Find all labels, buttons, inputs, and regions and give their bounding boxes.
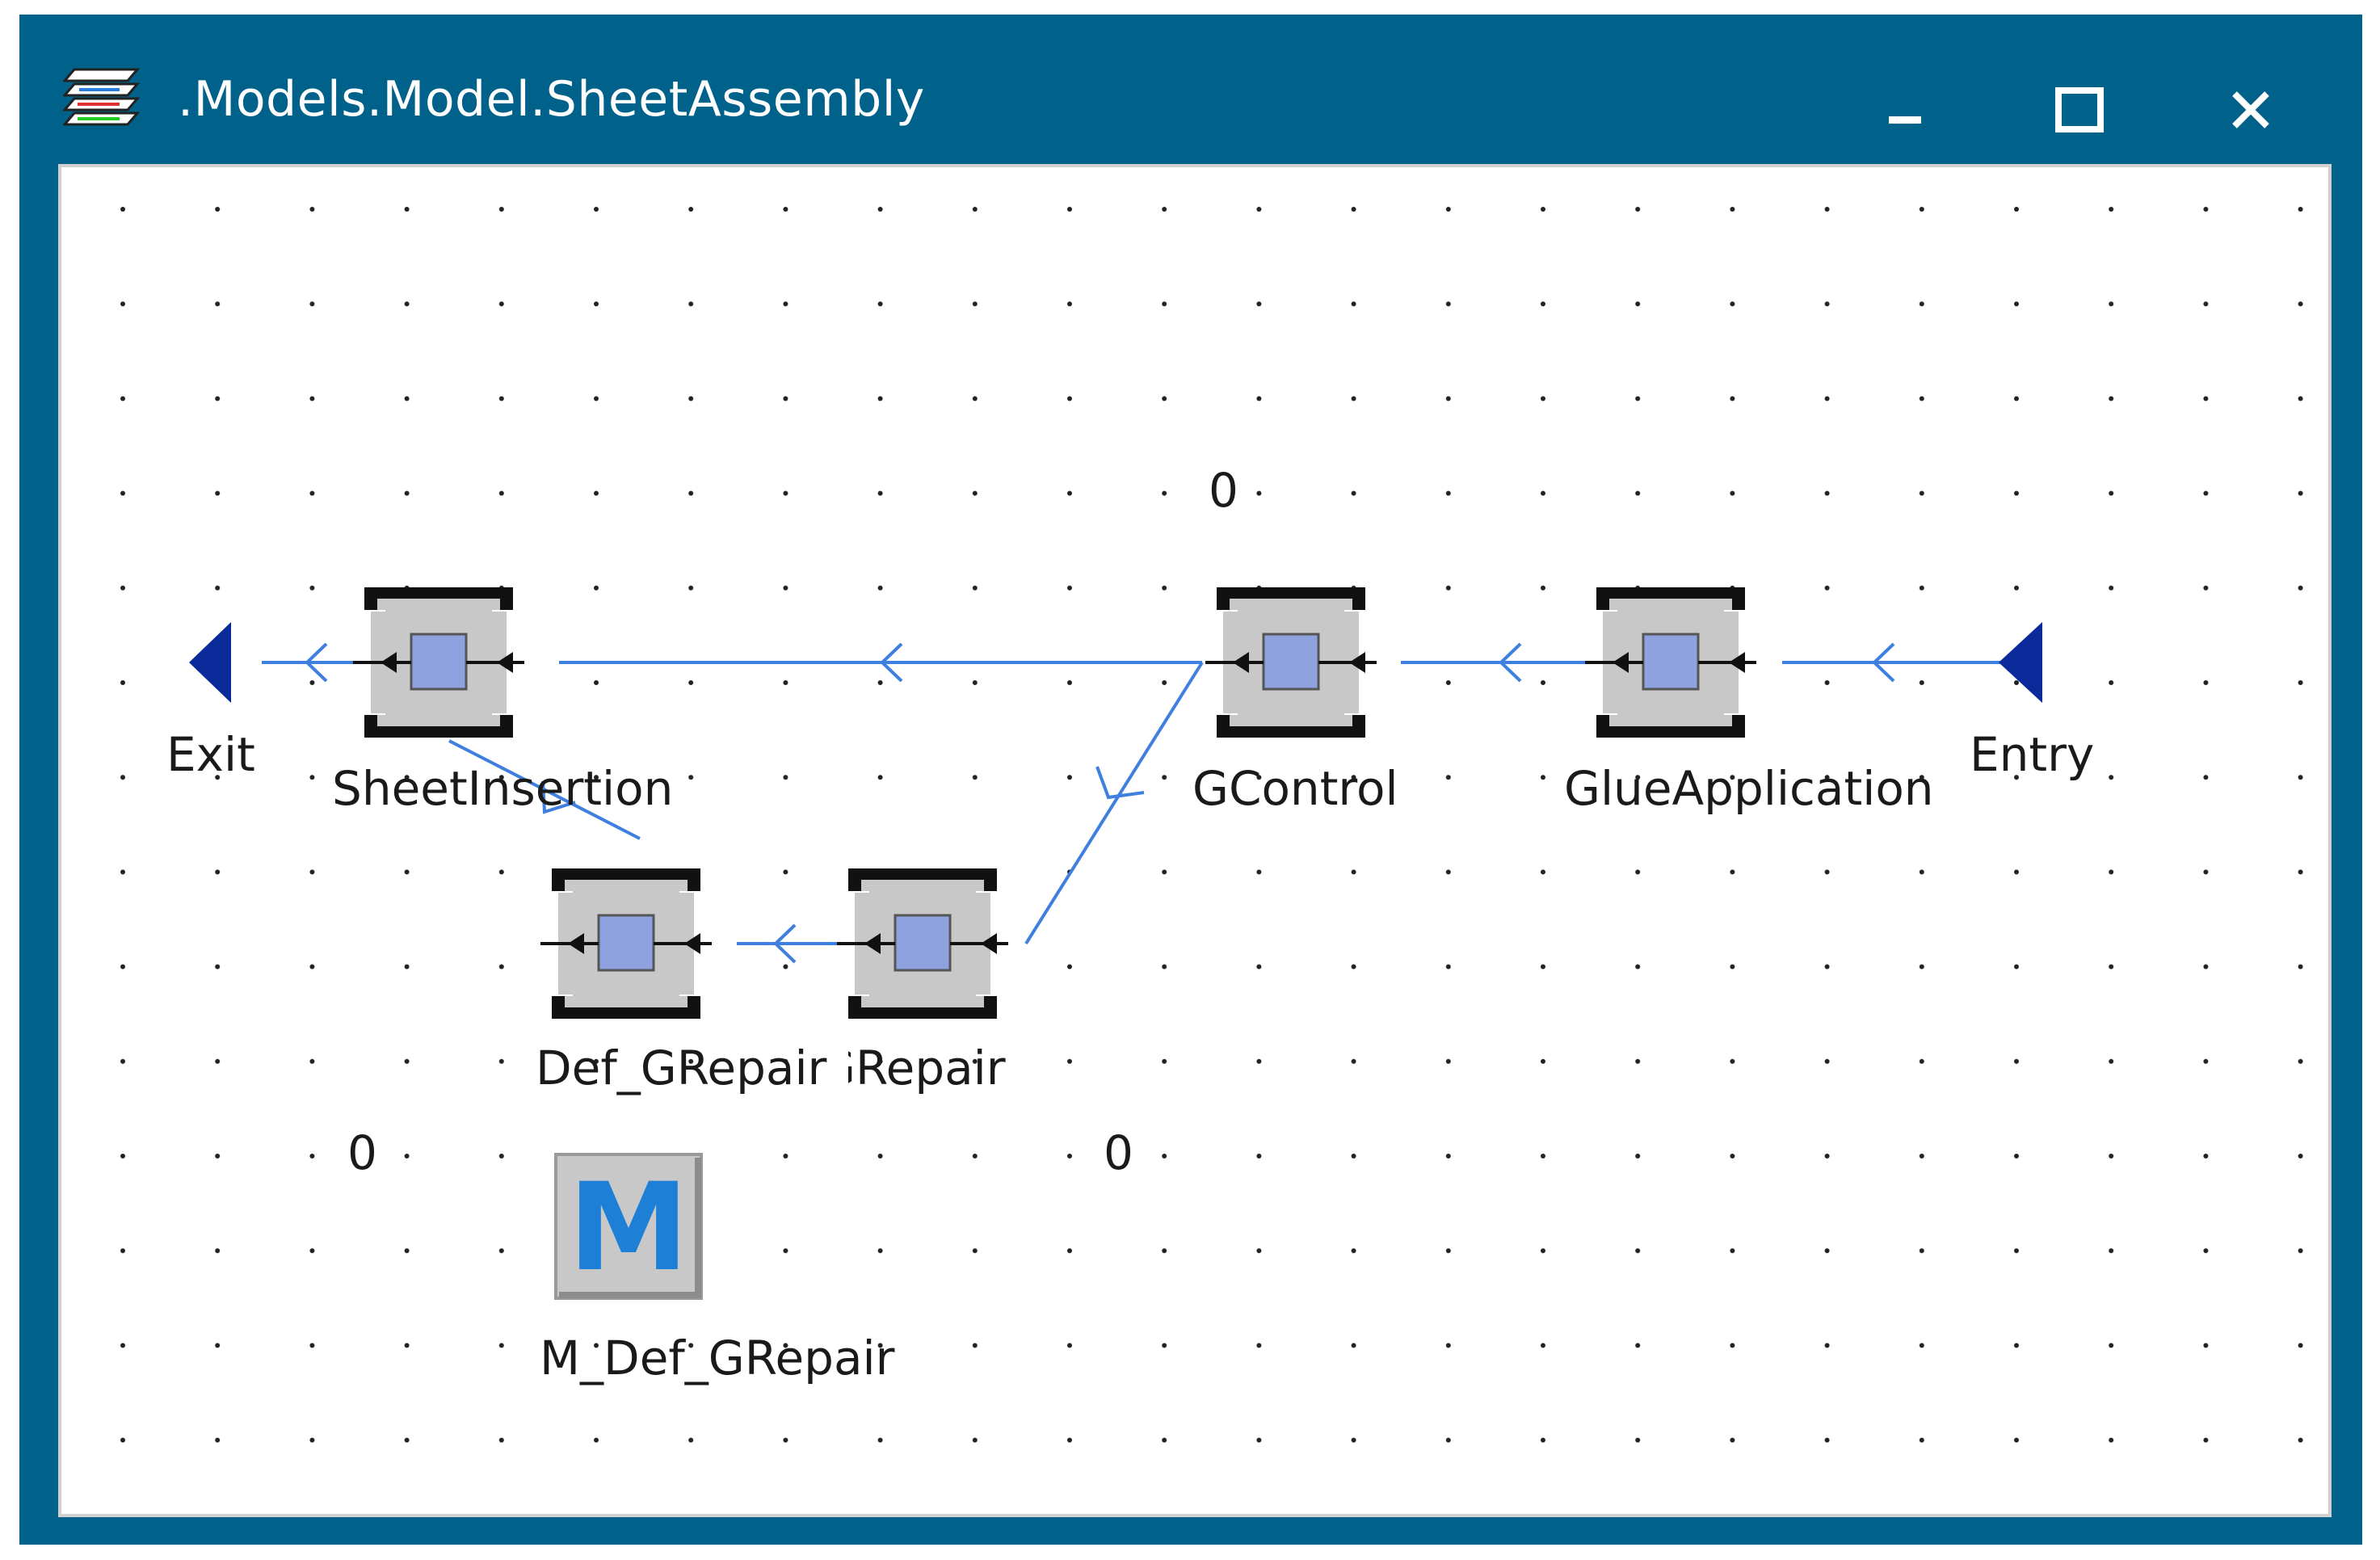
counter-middle: 0	[1104, 1125, 1133, 1180]
station-icon	[1585, 587, 1756, 738]
entry-label: Entry	[1970, 727, 2094, 782]
frame-layers-icon	[61, 65, 144, 129]
connector-sheetinsertion-exit[interactable]	[262, 642, 360, 683]
gcontrol-label: GControl	[1192, 761, 1398, 816]
minimize-icon	[1889, 116, 1921, 124]
station-icon	[540, 868, 712, 1019]
glueapplication-station[interactable]: GlueApplication	[1564, 587, 1934, 816]
exit-label: Exit	[166, 727, 255, 782]
connector-gcontrol-grepair[interactable]	[1024, 661, 1204, 945]
glueapplication-label: GlueApplication	[1564, 761, 1934, 816]
grepair-label: GRepair	[819, 1041, 1006, 1095]
drain-icon	[189, 622, 231, 703]
counter-gcontrol: 0	[1209, 463, 1238, 518]
model-window: .Models.Model.SheetAssembly	[19, 15, 2362, 1545]
minimize-button[interactable]	[1865, 71, 1945, 152]
sheetinsertion-label: SheetInsertion	[332, 761, 673, 816]
connector-grepair-defgrepair[interactable]	[737, 923, 847, 964]
entry-source[interactable]: Entry	[1970, 622, 2094, 782]
m-def-grepair-label: M_Def_GRepair	[540, 1331, 895, 1385]
station-icon	[837, 868, 1008, 1019]
def-grepair-station[interactable]: Def_GRepair	[536, 868, 827, 1095]
maximize-icon	[2055, 87, 2104, 132]
source-icon	[1999, 622, 2042, 703]
method-icon: M	[554, 1153, 703, 1300]
station-icon	[353, 587, 524, 738]
exit-drain[interactable]: Exit	[166, 622, 255, 782]
window-title: .Models.Model.SheetAssembly	[178, 71, 925, 128]
connector-entry-glue[interactable]	[1782, 642, 2015, 683]
grepair-station[interactable]: GRepair	[819, 868, 1008, 1095]
close-button[interactable]	[2210, 71, 2291, 152]
close-icon	[2232, 91, 2269, 128]
dot-grid	[61, 167, 2328, 1514]
model-diagram[interactable]: Exit Entry	[61, 167, 2328, 1514]
method-glyph: M	[568, 1158, 688, 1298]
def-grepair-label: Def_GRepair	[536, 1041, 827, 1095]
title-bar[interactable]: .Models.Model.SheetAssembly	[19, 15, 2362, 164]
station-icon	[1205, 587, 1377, 738]
connector-gcontrol-sheetinsertion[interactable]	[559, 642, 1202, 683]
maximize-button[interactable]	[2039, 71, 2120, 152]
sheetinsertion-station[interactable]: SheetInsertion	[332, 587, 673, 816]
connector-defgrepair-sheetinsertion[interactable]	[448, 739, 641, 840]
gcontrol-station[interactable]: GControl	[1192, 587, 1398, 816]
counter-left: 0	[347, 1125, 377, 1180]
model-canvas[interactable]: Exit Entry	[58, 164, 2332, 1517]
m-def-grepair-method[interactable]: M M_Def_GRepair	[540, 1153, 895, 1385]
